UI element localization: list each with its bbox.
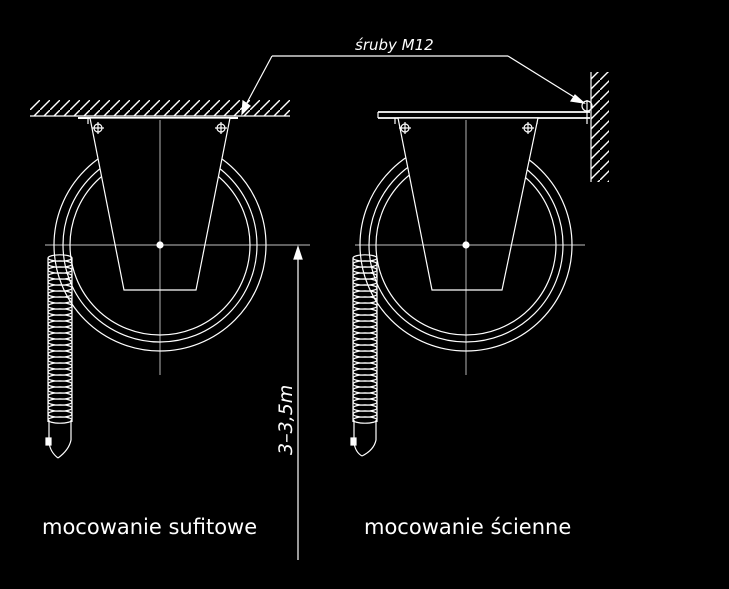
wall-mount-drawing [350, 72, 609, 457]
bolt-leader [241, 55, 586, 116]
wall-mount-caption: mocowanie ścienne [364, 515, 571, 539]
wall-bracket-bolt-right [522, 122, 534, 134]
ceiling-bolt-left [92, 122, 104, 134]
wall-bolt [581, 100, 593, 124]
ceiling-hatch [30, 100, 290, 117]
height-dimension [293, 245, 303, 560]
ceiling-spiral-cable [47, 254, 73, 424]
ceiling-bolt-right [215, 122, 227, 134]
wall-hatch [590, 72, 609, 182]
ceiling-mount-caption: mocowanie sufitowe [42, 515, 257, 539]
wall-bracket [397, 117, 539, 291]
ceiling-cable-end [48, 420, 72, 459]
ceiling-mount-drawing [30, 100, 310, 459]
wall-cable-end [353, 420, 377, 457]
wall-spiral-cable [352, 254, 378, 424]
height-label: 3–3,5m [275, 385, 297, 455]
bolt-label: śruby M12 [355, 36, 434, 54]
wall-bracket-bolt-left [399, 122, 411, 134]
